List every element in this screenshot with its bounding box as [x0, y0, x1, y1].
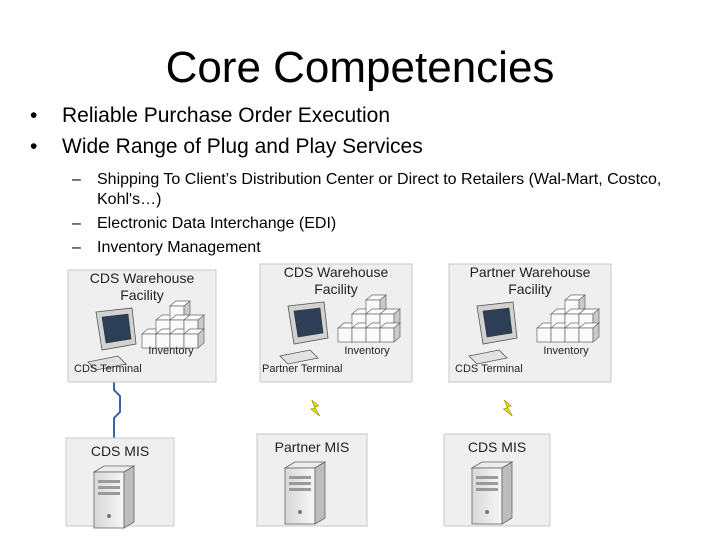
bullet-item: • Wide Range of Plug and Play Services — [30, 131, 710, 162]
computer-icon — [279, 301, 329, 365]
inventory-label: Inventory — [344, 345, 390, 357]
inventory-boxes-icon — [337, 294, 401, 343]
bullet-dot: • — [30, 135, 38, 158]
server-tower-icon — [92, 465, 136, 529]
inventory-label: Inventory — [148, 345, 194, 357]
inventory-boxes-icon — [536, 294, 600, 343]
inventory-boxes-icon — [141, 300, 205, 349]
bullet-dot: • — [30, 104, 38, 127]
facility-title: CDS Warehouse — [90, 270, 195, 286]
bullet-item: • Reliable Purchase Order Execution — [30, 100, 710, 131]
bullet-list: • Reliable Purchase Order Execution • Wi… — [30, 100, 710, 258]
facility-subtitle: Facility — [508, 281, 552, 297]
wireless-link-icon — [310, 399, 320, 417]
sub-bullet-item: – Inventory Management — [30, 238, 710, 258]
terminal-label: CDS Terminal — [455, 363, 523, 375]
dash-marker: – — [72, 239, 81, 256]
sub-bullet-text: Electronic Data Interchange (EDI) — [97, 215, 337, 232]
server-label: CDS MIS — [468, 439, 526, 455]
sub-bullet-item: – Shipping To Client’s Distribution Cent… — [30, 170, 710, 210]
server-tower-icon — [470, 461, 514, 525]
wireless-link-icon — [502, 399, 513, 417]
sub-bullet-text: Shipping To Client’s Distribution Center… — [97, 171, 662, 208]
server-label: Partner MIS — [275, 439, 350, 455]
mis-server-panel: Partner MIS — [256, 433, 368, 527]
server-label: CDS MIS — [91, 443, 149, 459]
dash-marker: – — [72, 215, 81, 232]
facility-subtitle: Facility — [120, 287, 164, 303]
network-cable — [113, 382, 121, 438]
terminal-label: Partner Terminal — [262, 363, 343, 375]
mis-server-panel: CDS MIS — [443, 433, 551, 527]
sub-bullet-item: – Electronic Data Interchange (EDI) — [30, 214, 710, 234]
bullet-text: Reliable Purchase Order Execution — [62, 104, 391, 127]
facility-subtitle: Facility — [314, 281, 358, 297]
bullet-text: Wide Range of Plug and Play Services — [62, 135, 423, 158]
computer-icon — [468, 301, 518, 365]
facility-title: CDS Warehouse — [284, 264, 389, 280]
dash-marker: – — [72, 171, 81, 188]
sub-bullet-text: Inventory Management — [97, 239, 261, 256]
facility-title: Partner Warehouse — [470, 264, 591, 280]
terminal-label: CDS Terminal — [74, 363, 142, 375]
inventory-label: Inventory — [543, 345, 589, 357]
server-tower-icon — [283, 461, 327, 525]
computer-icon — [87, 307, 137, 371]
slide-title: Core Competencies — [165, 43, 555, 92]
mis-server-panel: CDS MIS — [65, 437, 175, 529]
